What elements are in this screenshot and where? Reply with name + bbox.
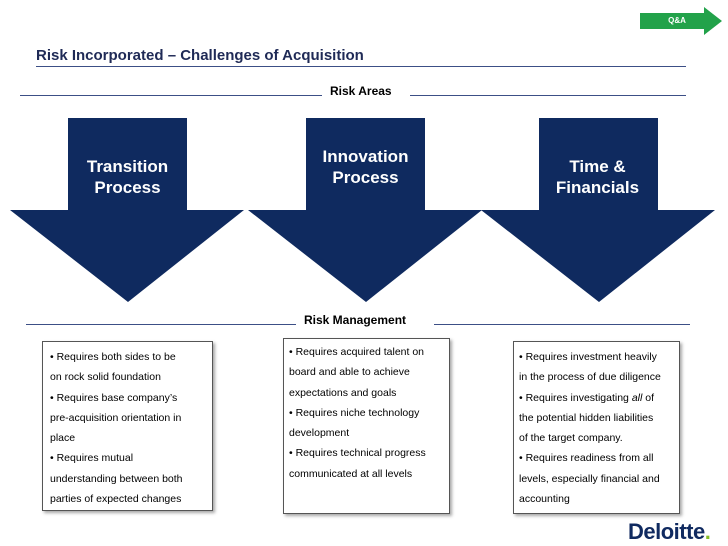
list-item: of the target company. [519,432,623,445]
list-item: • Requires investigating all of [519,391,655,404]
list-item: • Requires base company’s [50,391,178,404]
page-title: Risk Incorporated – Challenges of Acquis… [36,47,364,64]
list-item: • Requires readiness from all [519,452,654,465]
list-item: expectations and goals [289,386,397,399]
risk-area-transition-line2: Process [94,178,161,197]
list-item: • Requires technical progress [289,447,426,460]
list-item: on rock solid foundation [50,371,161,384]
risk-management-heading: Risk Management [304,313,407,327]
list-item: development [289,427,350,440]
risk-area-time-line1: Time & [569,157,626,176]
list-item: • Requires niche technology [289,406,420,419]
risk-management-box-time-financials: • Requires investment heavily in the pro… [513,341,680,514]
risk-areas-rule-left [20,95,322,96]
list-item: accounting [519,493,570,506]
logo-dot: . [704,519,711,544]
risk-area-transition: Transition Process [68,156,187,198]
list-item: pre-acquisition orientation in [50,411,182,424]
risk-areas-heading: Risk Areas [330,84,392,98]
list-item: understanding between both [50,472,183,485]
risk-area-innovation: Innovation Process [306,146,425,188]
risk-areas-rule-right [410,95,686,96]
list-item: • Requires mutual [50,452,134,465]
list-item: communicated at all levels [289,467,413,480]
list-item: • Requires both sides to be [50,351,176,363]
qa-button-label: Q&A [668,16,686,25]
arrow-right-icon [640,7,722,35]
list-item: • Requires acquired talent on [289,346,425,358]
risk-area-innovation-line2: Process [332,168,399,187]
logo-text: Deloitte [628,519,705,544]
title-underline [36,66,686,67]
risk-area-transition-line1: Transition [86,157,169,176]
risk-area-time-line2: Financials [555,178,640,197]
risk-management-rule-left [26,324,296,325]
list-item: in the process of due diligence [519,371,661,384]
list-item: levels, especially financial and [519,472,660,485]
list-item: place [50,432,76,445]
list-item: • Requires investment heavily [519,351,657,363]
arrow-time-financials [481,118,715,302]
arrow-transition [10,118,244,302]
arrow-innovation [248,118,482,302]
risk-management-box-innovation: • Requires acquired talent on board and … [283,338,450,514]
list-item: board and able to achieve [289,366,410,379]
risk-area-time-financials: Time & Financials [535,156,660,198]
list-item: the potential hidden liabilities [519,411,654,424]
list-item: parties of expected changes [50,493,182,506]
risk-area-innovation-line1: Innovation [322,147,409,166]
qa-button[interactable]: Q&A [638,7,724,35]
risk-management-box-transition: • Requires both sides to be on rock soli… [42,341,213,511]
deloitte-logo: Deloitte. [628,519,711,545]
risk-management-rule-right [434,324,690,325]
risk-area-arrows [10,118,715,302]
